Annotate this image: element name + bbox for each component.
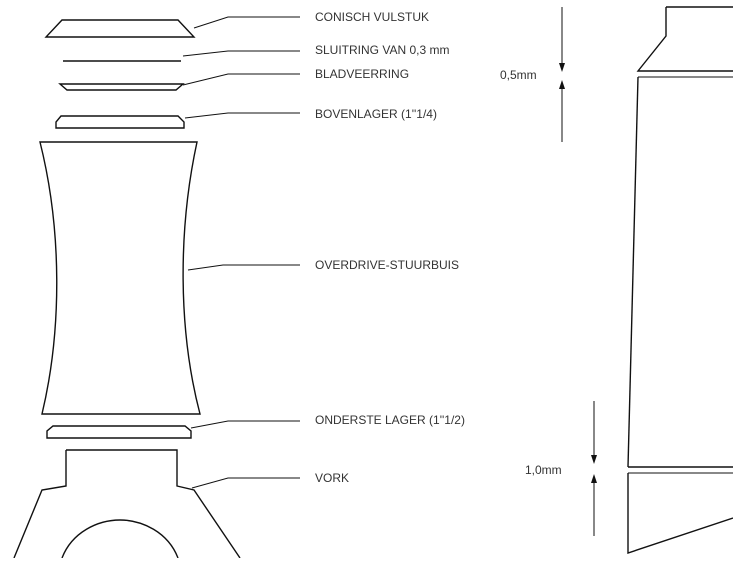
label-washer: SLUITRING VAN 0,3 mm — [315, 43, 449, 57]
bottom-gap-dimension: 1,0mm — [525, 401, 597, 536]
spring-washer — [58, 83, 185, 91]
label-bottom-bearing: ONDERSTE LAGER (1''1/2) — [315, 413, 465, 427]
section-detail — [627, 6, 733, 554]
head-tube — [39, 141, 201, 415]
top-gap-label: 0,5mm — [500, 68, 537, 82]
leader-lines — [182, 16, 300, 489]
bottom-bearing — [46, 425, 192, 439]
label-spring-washer: BLADVEERRING — [315, 67, 409, 81]
bottom-gap-label: 1,0mm — [525, 463, 562, 477]
label-conical-spacer: CONISCH VULSTUK — [315, 10, 429, 24]
label-top-bearing: BOVENLAGER (1''1/4) — [315, 107, 437, 121]
top-gap-dimension: 0,5mm — [500, 7, 565, 142]
label-head-tube: OVERDRIVE-STUURBUIS — [315, 258, 459, 272]
top-bearing — [55, 115, 185, 129]
label-fork: VORK — [315, 471, 349, 485]
part-labels: CONISCH VULSTUK SLUITRING VAN 0,3 mm BLA… — [315, 10, 465, 485]
conical-spacer — [44, 19, 196, 38]
fork-crown — [13, 449, 241, 559]
